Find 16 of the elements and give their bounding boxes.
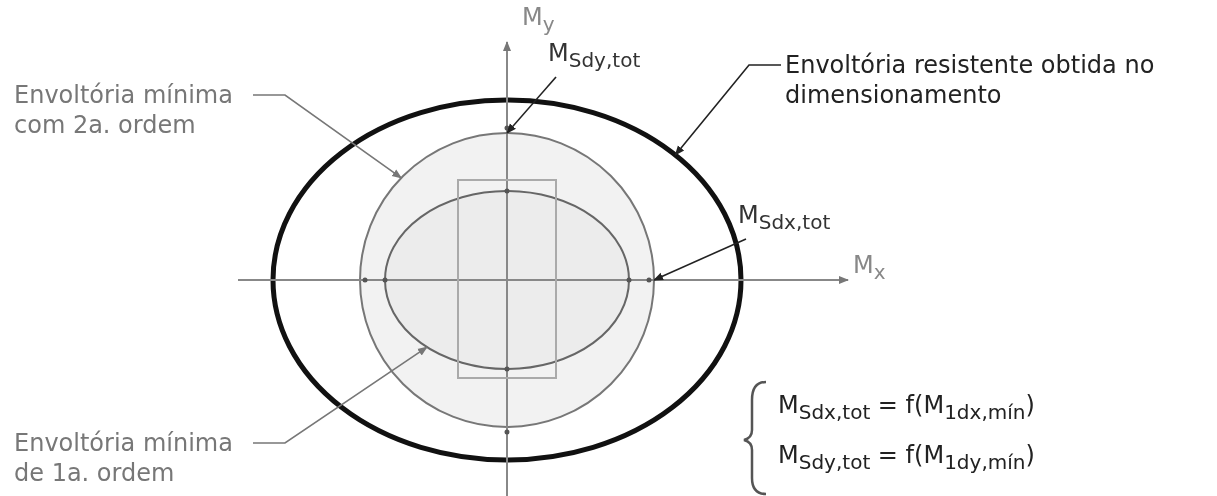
callout-text: Envoltória mínima de 1a. ordem — [14, 428, 249, 488]
equation: M$_{Sdx,tot}$ = f(M$_{1dx,mín}$) — [778, 390, 1035, 426]
leader-line — [252, 94, 403, 179]
axis-label: M$_{y}$ — [522, 2, 555, 38]
callout-text: Envoltória resistente obtida no dimensionamento — [785, 50, 1205, 110]
leader-line — [252, 346, 428, 444]
leader-line — [506, 76, 557, 134]
equation: M$_{Sdy,tot}$ = f(M$_{1dy,mín}$) — [778, 440, 1035, 476]
second-order-envelope-circle — [359, 132, 655, 428]
moment-label: M$_{Sdx,tot}$ — [738, 200, 831, 237]
callout-text: Envoltória mínima com 2a. ordem — [14, 80, 249, 140]
moment-label: M$_{Sdy,tot}$ — [548, 38, 641, 75]
leader-line — [653, 238, 747, 281]
first-order-envelope-ellipse — [384, 190, 630, 370]
leader-line — [674, 64, 782, 156]
axis-label: M$_{x}$ — [853, 250, 886, 286]
